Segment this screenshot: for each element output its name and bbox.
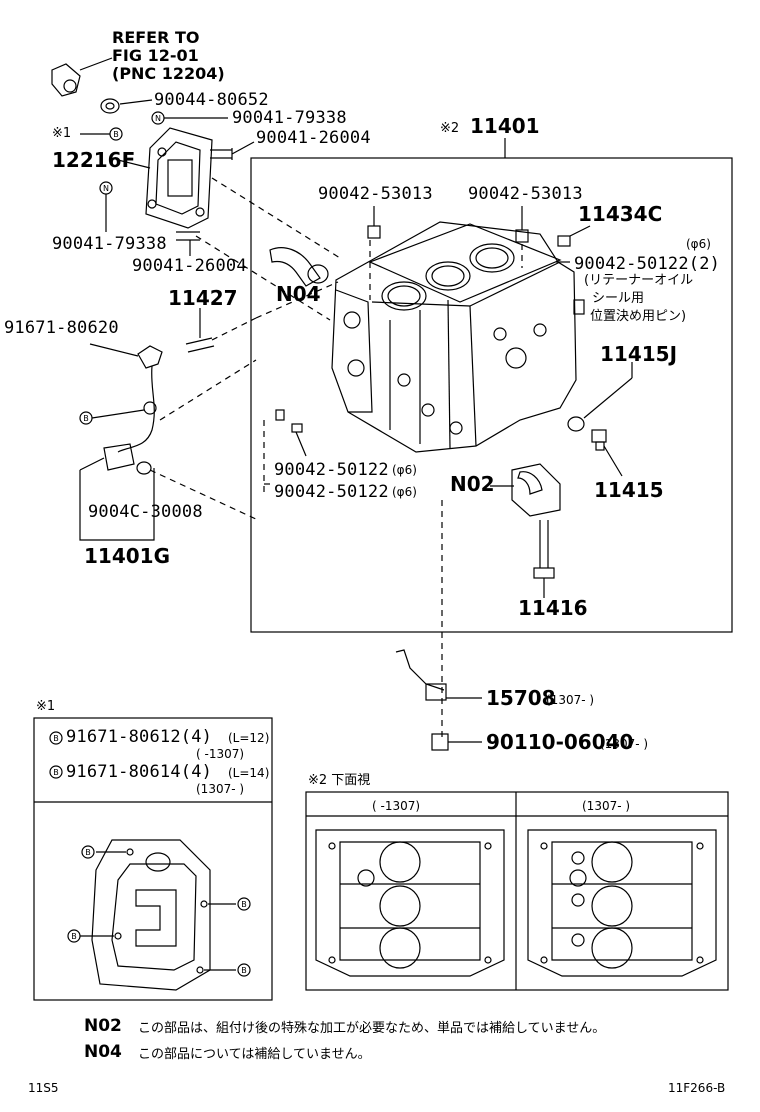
inset1-row1-range: ( -1307) (196, 747, 245, 761)
b-marker-text: B (83, 414, 89, 423)
refer-line2: FIG 12-01 (112, 46, 199, 65)
cylinder-block-icon (331, 221, 577, 453)
washer-icon (567, 416, 585, 432)
inset1-row2-part: 91671-80614(4) (66, 762, 213, 782)
inset1-row1-part: 91671-80612(4) (66, 727, 213, 747)
stud-bolt-icon (210, 141, 255, 160)
inset1-mark: ※1 (36, 699, 56, 714)
part-90110-range: (1307- ) (600, 737, 649, 751)
part-15708: 15708 (486, 686, 556, 710)
dowel-pin-icon (367, 225, 381, 239)
b-marker-text: B (71, 932, 77, 941)
jp-retainer-1: (リテーナーオイル (584, 273, 694, 288)
part-90042-50122-2: 90042-50122(2) (574, 254, 721, 274)
part-90042-53013-a: 90042-53013 (318, 184, 433, 204)
note-text-N04: この部品については補給していません。 (138, 1047, 371, 1062)
block-bottom-view-icon (315, 829, 505, 977)
footer-left: 11S5 (28, 1081, 59, 1095)
b-marker-text: B (85, 848, 91, 857)
oil-pressure-sensor-icon (51, 57, 113, 97)
inset1-plate-icon (91, 839, 211, 991)
n-marker-text: N (103, 184, 109, 193)
dowel-pin-icon (573, 299, 585, 315)
part-N02: N02 (450, 472, 495, 496)
part-90041-26004-top: 90041-26004 (256, 128, 371, 148)
phi6-top: (φ6) (686, 237, 711, 251)
inset1-row1-len: (L=12) (228, 731, 270, 745)
phi6-b: (φ6) (392, 485, 417, 499)
stud-bolt-icon (176, 231, 200, 256)
inset2-col1: ( -1307) (372, 799, 421, 813)
part-11401: 11401 (470, 114, 540, 138)
jet-bolt-icon (431, 733, 482, 751)
b-marker-text: B (113, 130, 119, 139)
b-marker-text: B (53, 734, 59, 743)
part-91671-80620: 91671-80620 (4, 318, 119, 338)
crank-sensor-icon (79, 343, 163, 475)
dowel-pin-icon (291, 423, 303, 433)
oil-jet-icon (395, 649, 482, 701)
ref-mark-2: ※2 (440, 121, 460, 136)
ref-mark-1: ※1 (52, 126, 72, 141)
b-marker-text: B (241, 966, 247, 975)
inset1-row2-range: (1307- ) (196, 782, 245, 796)
part-11427: 11427 (168, 286, 238, 310)
part-90042-53013-b: 90042-53013 (468, 184, 583, 204)
inset2-title: ※2 下面視 (308, 773, 371, 788)
part-12216F: 12216F (52, 148, 136, 172)
part-15708-range: (1307- ) (546, 693, 595, 707)
part-N04: N04 (276, 282, 321, 306)
part-90044-80652: 90044-80652 (154, 90, 269, 110)
block-bottom-view-icon (527, 829, 717, 977)
inset2-frame (305, 791, 729, 991)
jp-retainer-3: 位置決め用ピン) (590, 309, 687, 324)
jp-retainer-2: シール用 (592, 291, 645, 306)
water-pipe-icon (269, 247, 329, 287)
note-code-N04: N04 (84, 1042, 122, 1062)
part-11434C: 11434C (578, 202, 663, 226)
inset1-row2-len: (L=14) (228, 766, 270, 780)
note-text-N02: この部品は、組付け後の特殊な加工が必要なため、単品では補給していません。 (138, 1021, 606, 1036)
bearing-cap-icon (511, 463, 561, 517)
part-11415J: 11415J (600, 342, 678, 366)
cover-plate-icon (145, 127, 213, 229)
part-90041-26004-bot: 90041-26004 (132, 256, 247, 276)
part-11401G: 11401G (84, 544, 170, 568)
note-code-N02: N02 (84, 1016, 122, 1036)
part-9004C-30008: 9004C-30008 (88, 502, 203, 522)
phi6-a: (φ6) (392, 463, 417, 477)
part-11416: 11416 (518, 596, 588, 620)
part-90042-50122-a: 90042-50122 (274, 460, 389, 480)
main-frame (250, 157, 733, 633)
refer-line3: (PNC 12204) (112, 64, 225, 83)
footer-right: 11F266-B (668, 1081, 726, 1095)
part-90042-50122-b: 90042-50122 (274, 482, 389, 502)
b-marker-text: B (241, 900, 247, 909)
part-90041-79338-bot: 90041-79338 (52, 234, 167, 254)
b-marker-text: B (53, 768, 59, 777)
part-11415: 11415 (594, 478, 664, 502)
drain-plug-icon (591, 429, 607, 451)
part-90110-06040: 90110-06040 (486, 730, 634, 754)
inset1-frame (33, 717, 273, 1001)
dowel-pin-icon (275, 409, 285, 421)
plug-icon (557, 235, 571, 247)
part-90041-79338-top: 90041-79338 (232, 108, 347, 128)
gasket-ring-icon (100, 98, 153, 114)
inset2-col2: (1307- ) (582, 799, 631, 813)
stud-bolt-icon (185, 308, 215, 353)
refer-line1: REFER TO (112, 28, 200, 47)
n-marker-text: N (155, 114, 161, 123)
cap-bolt-icon (533, 520, 555, 598)
